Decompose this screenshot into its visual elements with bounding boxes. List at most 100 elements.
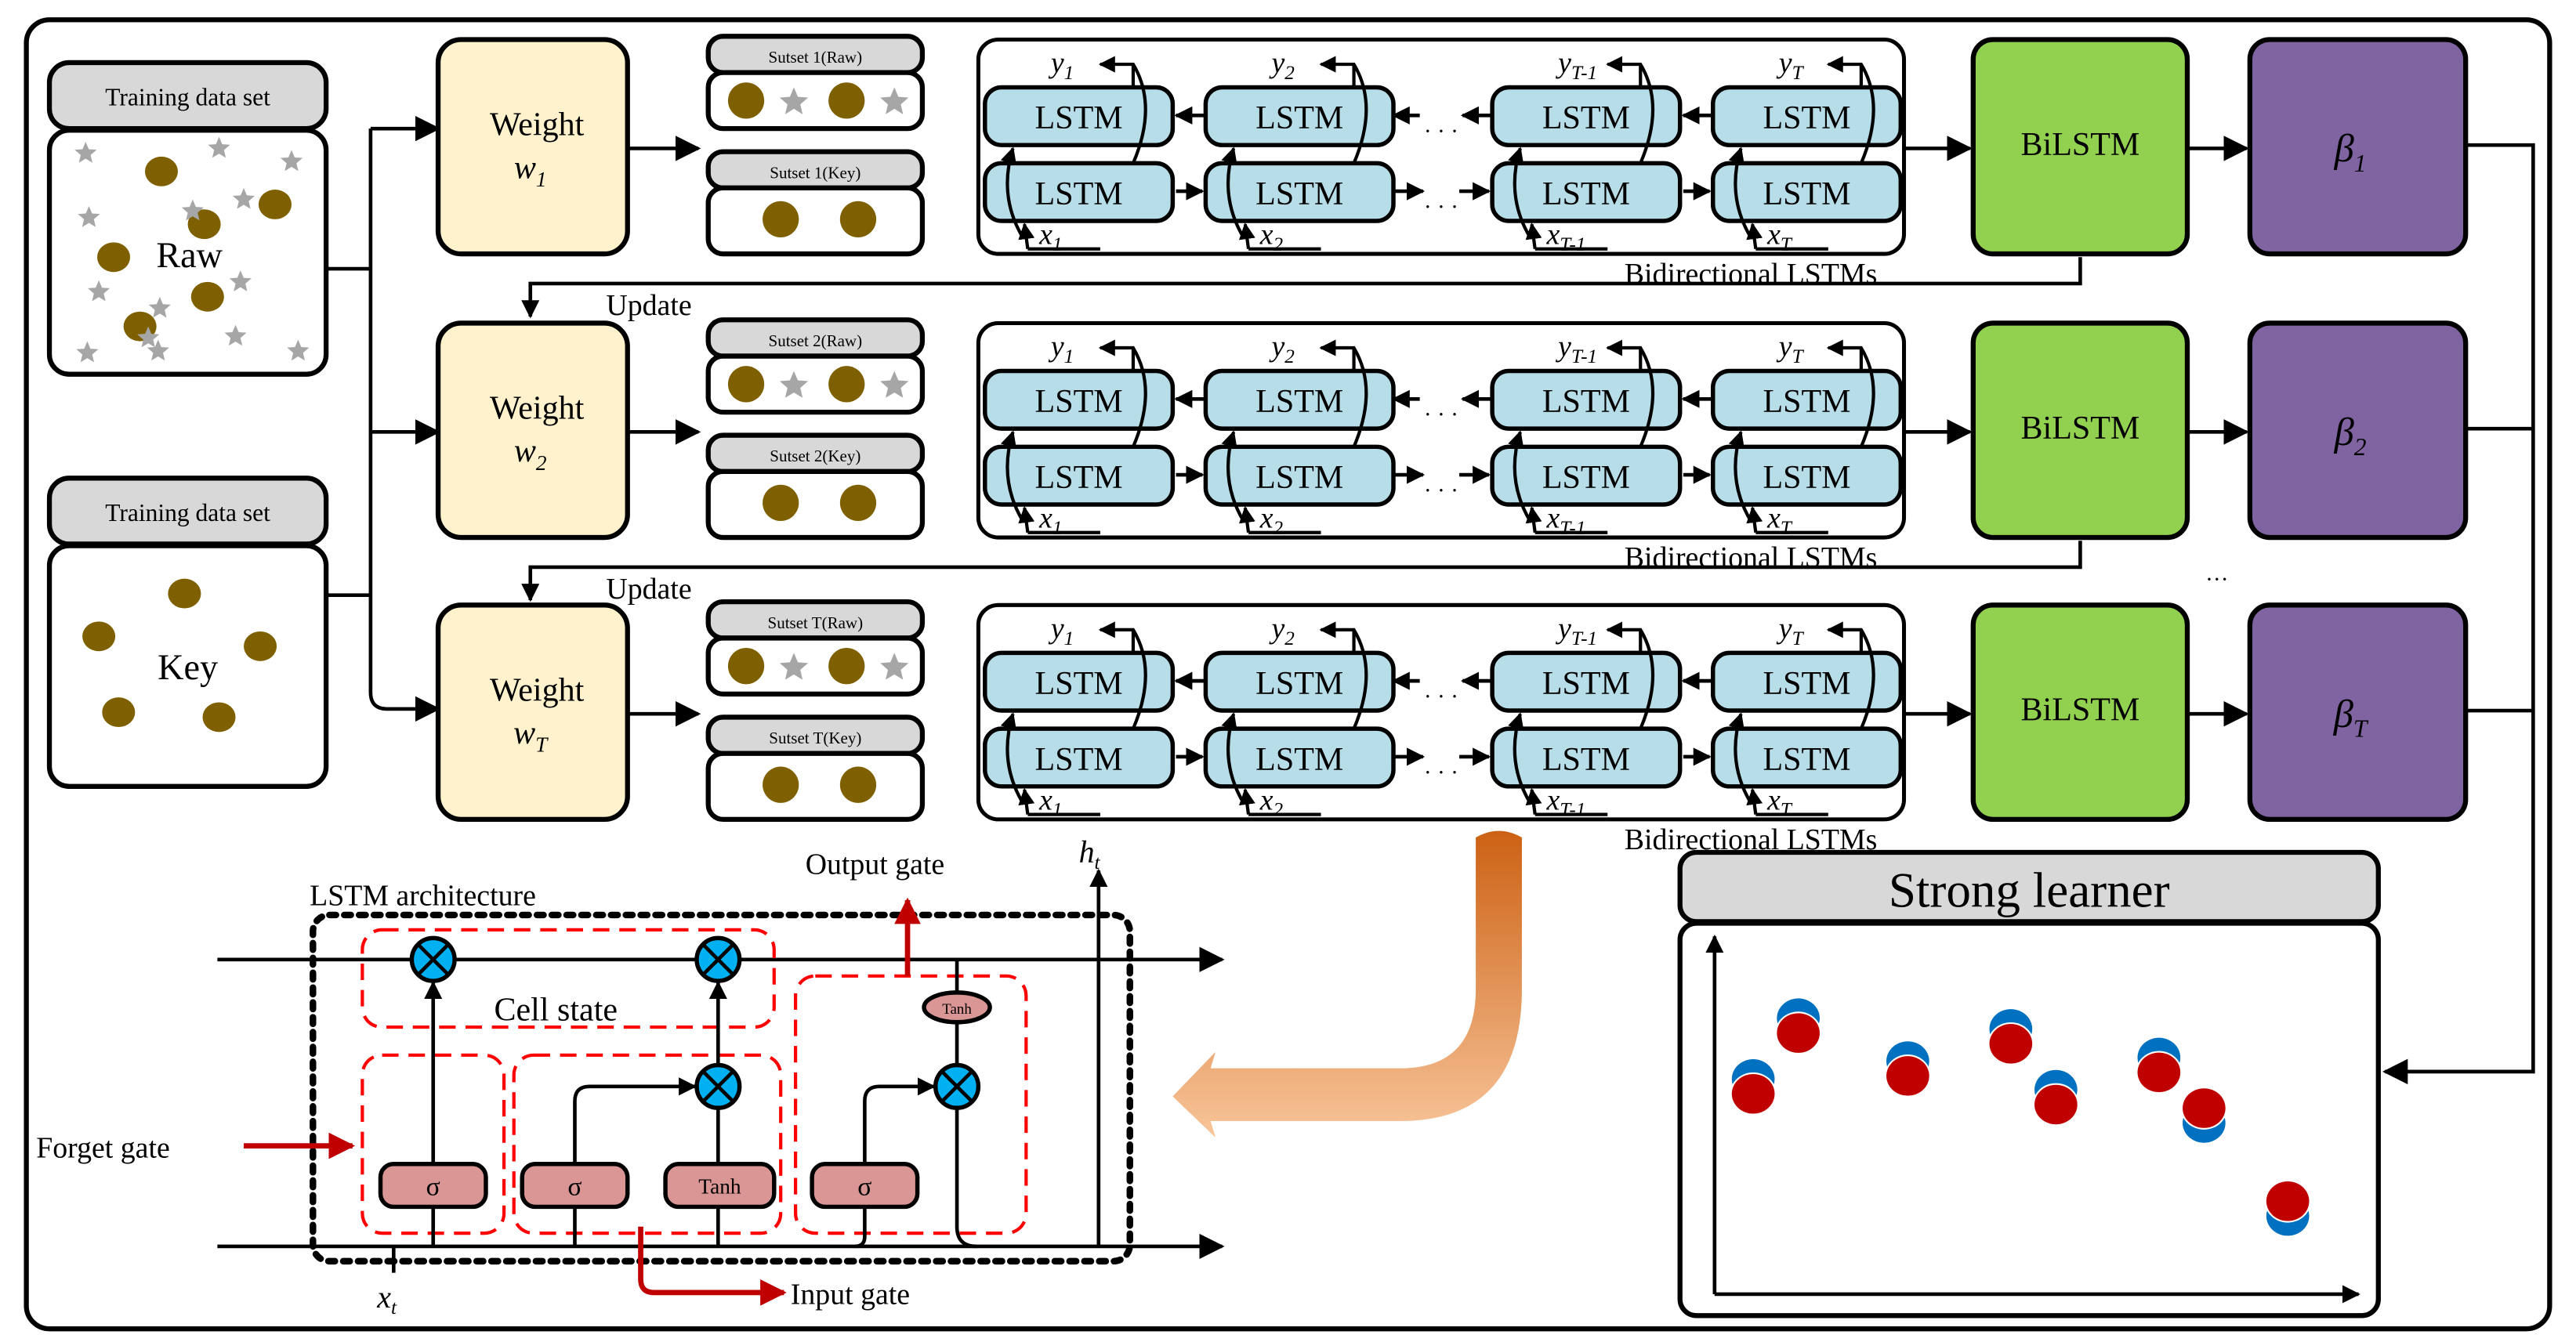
lstm-output-label: y2 [1268,47,1295,84]
predicted-point [1886,1056,1929,1096]
output-tanh-label: Tanh [942,1001,972,1018]
key-sample-dot [244,631,277,661]
lstm-ellipsis: · · · [1424,403,1458,428]
training-set-key-label: Key [158,648,218,688]
output-gate-region [794,974,1028,1235]
subset-sample-star [779,653,809,680]
update-arrows: Update Update [521,257,2082,606]
weight-label: Weight [490,107,585,143]
predicted-point [1777,1013,1820,1053]
forget-sigma-block [378,1161,488,1210]
subset-raw-label: Sutset 1(Raw) [769,48,863,67]
weight-symbol: wT [513,715,549,757]
beta-label: βT [2333,692,2369,743]
prediction-pair [1884,1041,1931,1098]
bilstm-label: BiLSTM [2021,411,2140,447]
lstm-input-label: xT-1 [1545,501,1585,538]
input-sigma-label: σ [567,1173,582,1202]
lstm-cell-label: LSTM [1255,100,1343,136]
subset-raw-body [705,635,926,697]
lstm-architecture-frame [310,911,1133,1265]
raw-sample-dot [144,156,178,186]
lstm-cell-label: LSTM [1255,742,1343,778]
weight-box [435,37,630,257]
raw-sample-star [137,326,160,348]
raw-sample-star [147,339,169,361]
multiply-node [694,935,742,983]
input-gate-label: Input gate [791,1279,910,1311]
lstm-cell-label: LSTM [1035,460,1123,496]
lstm-architecture: LSTM architecture Cell state [36,834,1225,1318]
lstm-cell-label: LSTM [1542,100,1630,136]
predicted-point [2266,1181,2310,1221]
lstm-input-label: x1 [1038,501,1062,538]
raw-sample-star [76,341,99,363]
outer-frame [24,17,2552,1332]
lstm-input-label: xT [1766,501,1793,538]
predicted-point [2137,1052,2181,1093]
lstm-cell-label: LSTM [1542,176,1630,212]
lstm-cell-label: LSTM [1255,176,1343,212]
update-arrow-1 [521,257,2082,319]
ht-label: ht [1079,834,1101,874]
lstm-cell-backward [983,650,1176,713]
key-sample-dot [102,697,136,728]
lstm-output-label: y1 [1048,331,1074,367]
subset-sample-dot [839,766,877,803]
lstm-cell-forward [983,726,1176,789]
subset-sample-dot [763,201,799,238]
bilstm-label: BiLSTM [2021,693,2140,729]
lstm-input-label: x2 [1259,501,1284,538]
beta-ellipsis: ··· [2205,567,2228,592]
lstm-cell-label: LSTM [1542,460,1630,496]
raw-sample-star [232,187,255,209]
raw-sample-star [78,206,100,227]
update-arrow-2 [521,541,2082,602]
beta-box [2247,37,2469,257]
bidirectional-lstm-block: LSTMLSTMy1x1LSTMLSTMy2x2LSTMLSTMyT-1xT-1… [976,320,1907,574]
subset-raw-body [705,70,926,132]
bidirectional-lstm-caption: Bidirectional LSTMs [1625,541,1877,574]
lstm-ellipsis: · · · [1424,195,1458,220]
lstm-output-label: yT-1 [1555,612,1597,649]
training-set-raw-header-text: Training data set [105,84,270,111]
lstm-input-label: x2 [1259,218,1284,255]
prediction-pair [2136,1037,2183,1094]
prediction-pair [1730,1059,1777,1116]
raw-sample-star [88,280,111,302]
subset-key-body [705,468,926,541]
xt-label: xt [376,1279,397,1318]
cell-state-label: Cell state [494,993,618,1029]
lstm-output-label: yT [1776,331,1805,367]
lstm-input-label: xT-1 [1545,783,1585,820]
strong-learner: Strong learner [1677,849,2381,1318]
lstm-input-label: x1 [1038,783,1062,820]
subset-sample-dot [763,766,799,803]
subset-raw-body [705,353,926,415]
lstm-cell-forward [1490,444,1683,507]
lstm-input-label: x2 [1259,783,1284,820]
training-set-raw-body [46,128,329,377]
lstm-cell-label: LSTM [1255,666,1343,702]
training-set-key-header-text: Training data set [105,499,270,526]
lstm-column: LSTM LSTM y2 x2 [1203,47,1396,255]
subset-sample-dot [727,648,765,685]
raw-samples [74,136,310,363]
predicted-point [1731,1073,1775,1114]
strong-learner-body [1677,921,2381,1318]
subset-sample-dot [828,648,865,685]
raw-sample-dot [96,242,131,273]
input-tanh-label: Tanh [698,1175,741,1199]
subset-sample-dot [839,201,877,238]
dataset-connectors [326,115,441,722]
lstm-ellipsis: · · · [1424,685,1458,710]
weight-label: Weight [490,390,585,426]
lstm-input-label: xT-1 [1545,218,1585,255]
